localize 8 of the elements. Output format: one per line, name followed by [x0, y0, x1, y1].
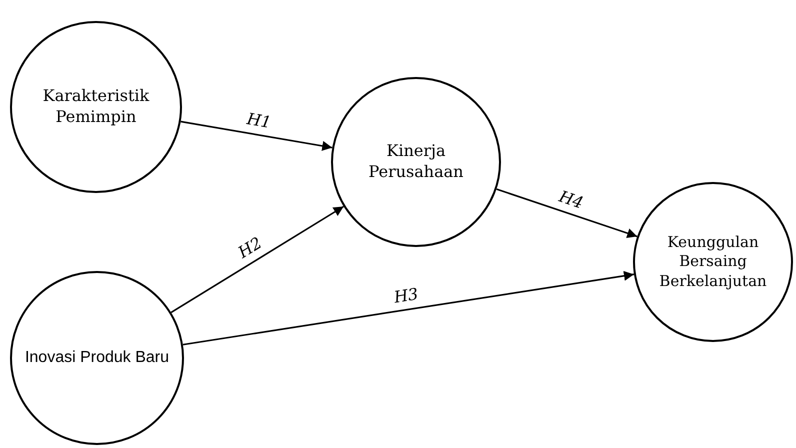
node-label: Kinerja Perusahaan [368, 141, 464, 183]
arrow [180, 120, 332, 151]
arrow [170, 206, 344, 314]
arrow [182, 270, 634, 346]
arrow [496, 188, 638, 238]
node-label: Keunggulan Bersaing Berkelanjutan [658, 232, 768, 292]
node-label: Karakteristik Pemimpin [42, 86, 150, 128]
node-label: Inovasi Produk Baru [24, 348, 170, 368]
